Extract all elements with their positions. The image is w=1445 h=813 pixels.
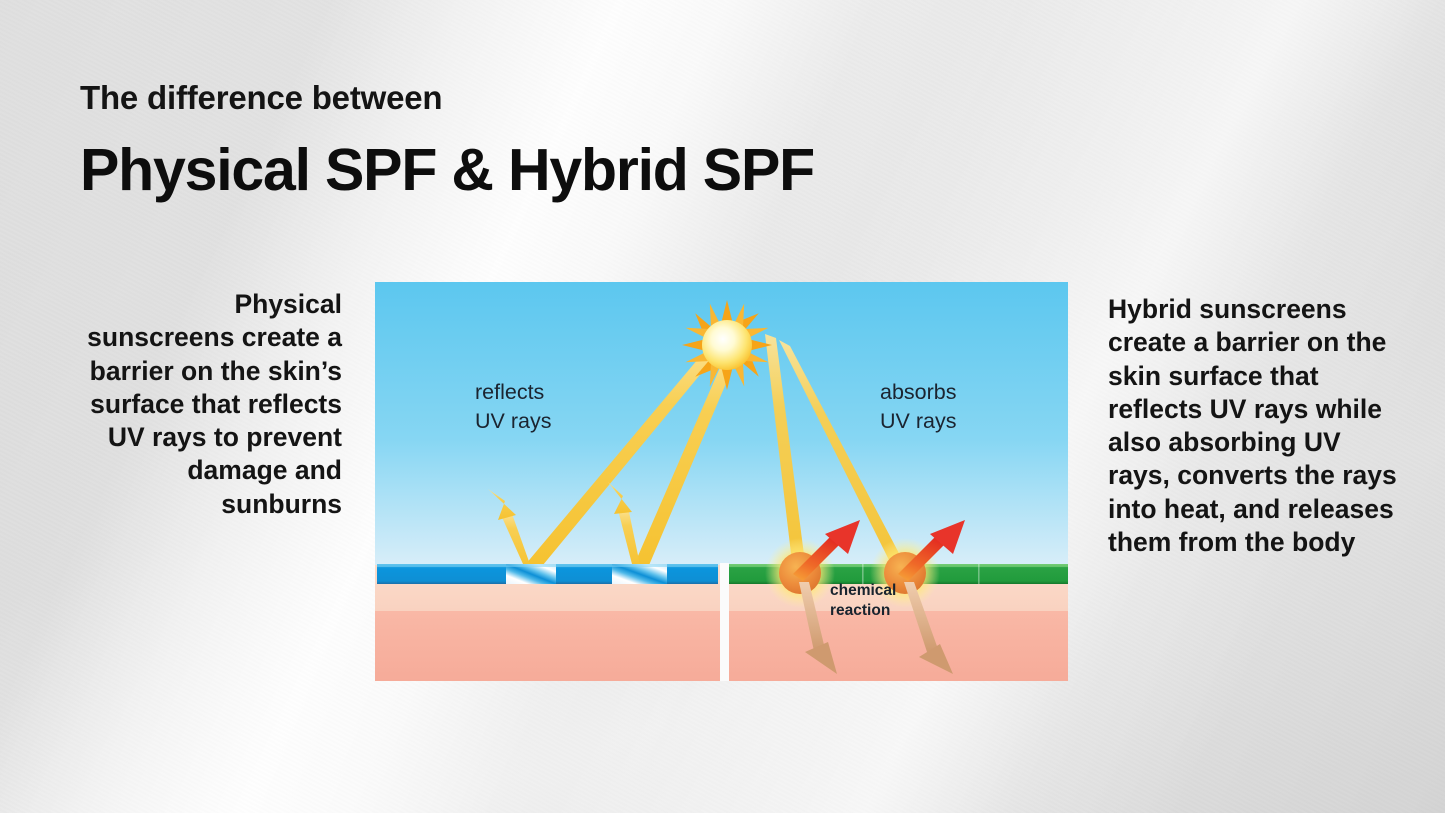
- uv-ray-incoming-left-2: [634, 340, 741, 570]
- uv-ray-incoming-left-1: [525, 334, 727, 571]
- label-chemical-reaction: chemical reaction: [830, 582, 901, 619]
- reaction-down-arrow-1: [799, 582, 837, 674]
- uv-ray-reflected-left-1: [488, 489, 532, 570]
- sun-icon: [682, 300, 772, 390]
- physical-side: reflects UV rays: [377, 334, 741, 584]
- eyebrow-heading: The difference between: [80, 79, 443, 116]
- uv-ray-incoming-right-1: [765, 334, 807, 579]
- uv-ray-incoming-right-2: [779, 340, 912, 582]
- page-title: Physical SPF & Hybrid SPF: [80, 137, 815, 203]
- hybrid-side: absorbs UV rays chemical reaction: [729, 334, 1068, 674]
- heat-release-arrow-2: [898, 520, 965, 581]
- label-absorbs-uv-rays: absorbs UV rays: [880, 380, 962, 433]
- physical-barrier-bar: [377, 564, 718, 584]
- panel-divider: [720, 563, 729, 681]
- label-reflects-uv-rays: reflects UV rays: [475, 380, 551, 433]
- hybrid-spf-description: Hybrid sunscreens create a barrier on th…: [1108, 294, 1397, 557]
- uv-ray-reflected-left-2: [608, 482, 641, 570]
- heat-release-arrow-1: [793, 520, 860, 581]
- physical-spf-description: Physical sunscreens create a barrier on …: [87, 289, 342, 519]
- spf-comparison-diagram: reflects UV rays: [375, 282, 1068, 681]
- reaction-down-arrow-2: [904, 582, 953, 674]
